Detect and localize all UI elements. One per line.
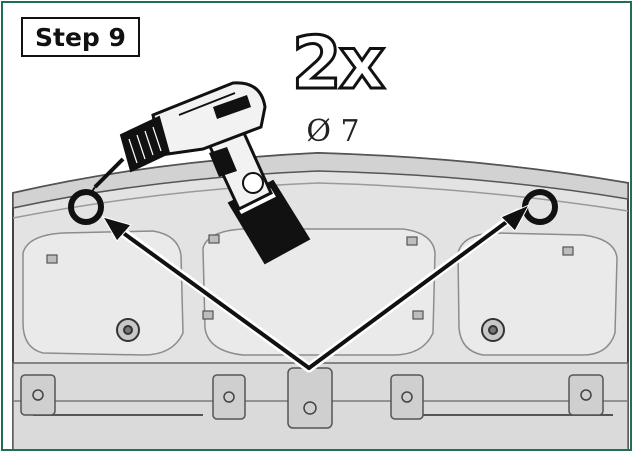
step-label: Step 9 <box>21 17 140 57</box>
assembly-illustration <box>12 81 629 449</box>
mount-tab <box>390 374 424 420</box>
arrow-head <box>500 203 531 232</box>
hole-marker-icon <box>68 189 104 225</box>
mount-tab <box>212 374 246 420</box>
drill-size-label: Ø 7 <box>306 114 360 149</box>
arrow-icon <box>113 213 518 370</box>
bolt <box>116 318 140 342</box>
quantity-label: 2x <box>290 21 387 105</box>
recess-center <box>202 228 436 356</box>
mount-tab <box>20 374 56 416</box>
bolt <box>481 318 505 342</box>
arrow-head <box>101 216 132 242</box>
recess-left <box>22 230 184 356</box>
recess-right <box>457 232 618 356</box>
drill-icon <box>90 81 311 265</box>
mount-tab <box>287 367 333 429</box>
mount-tab <box>568 374 604 416</box>
